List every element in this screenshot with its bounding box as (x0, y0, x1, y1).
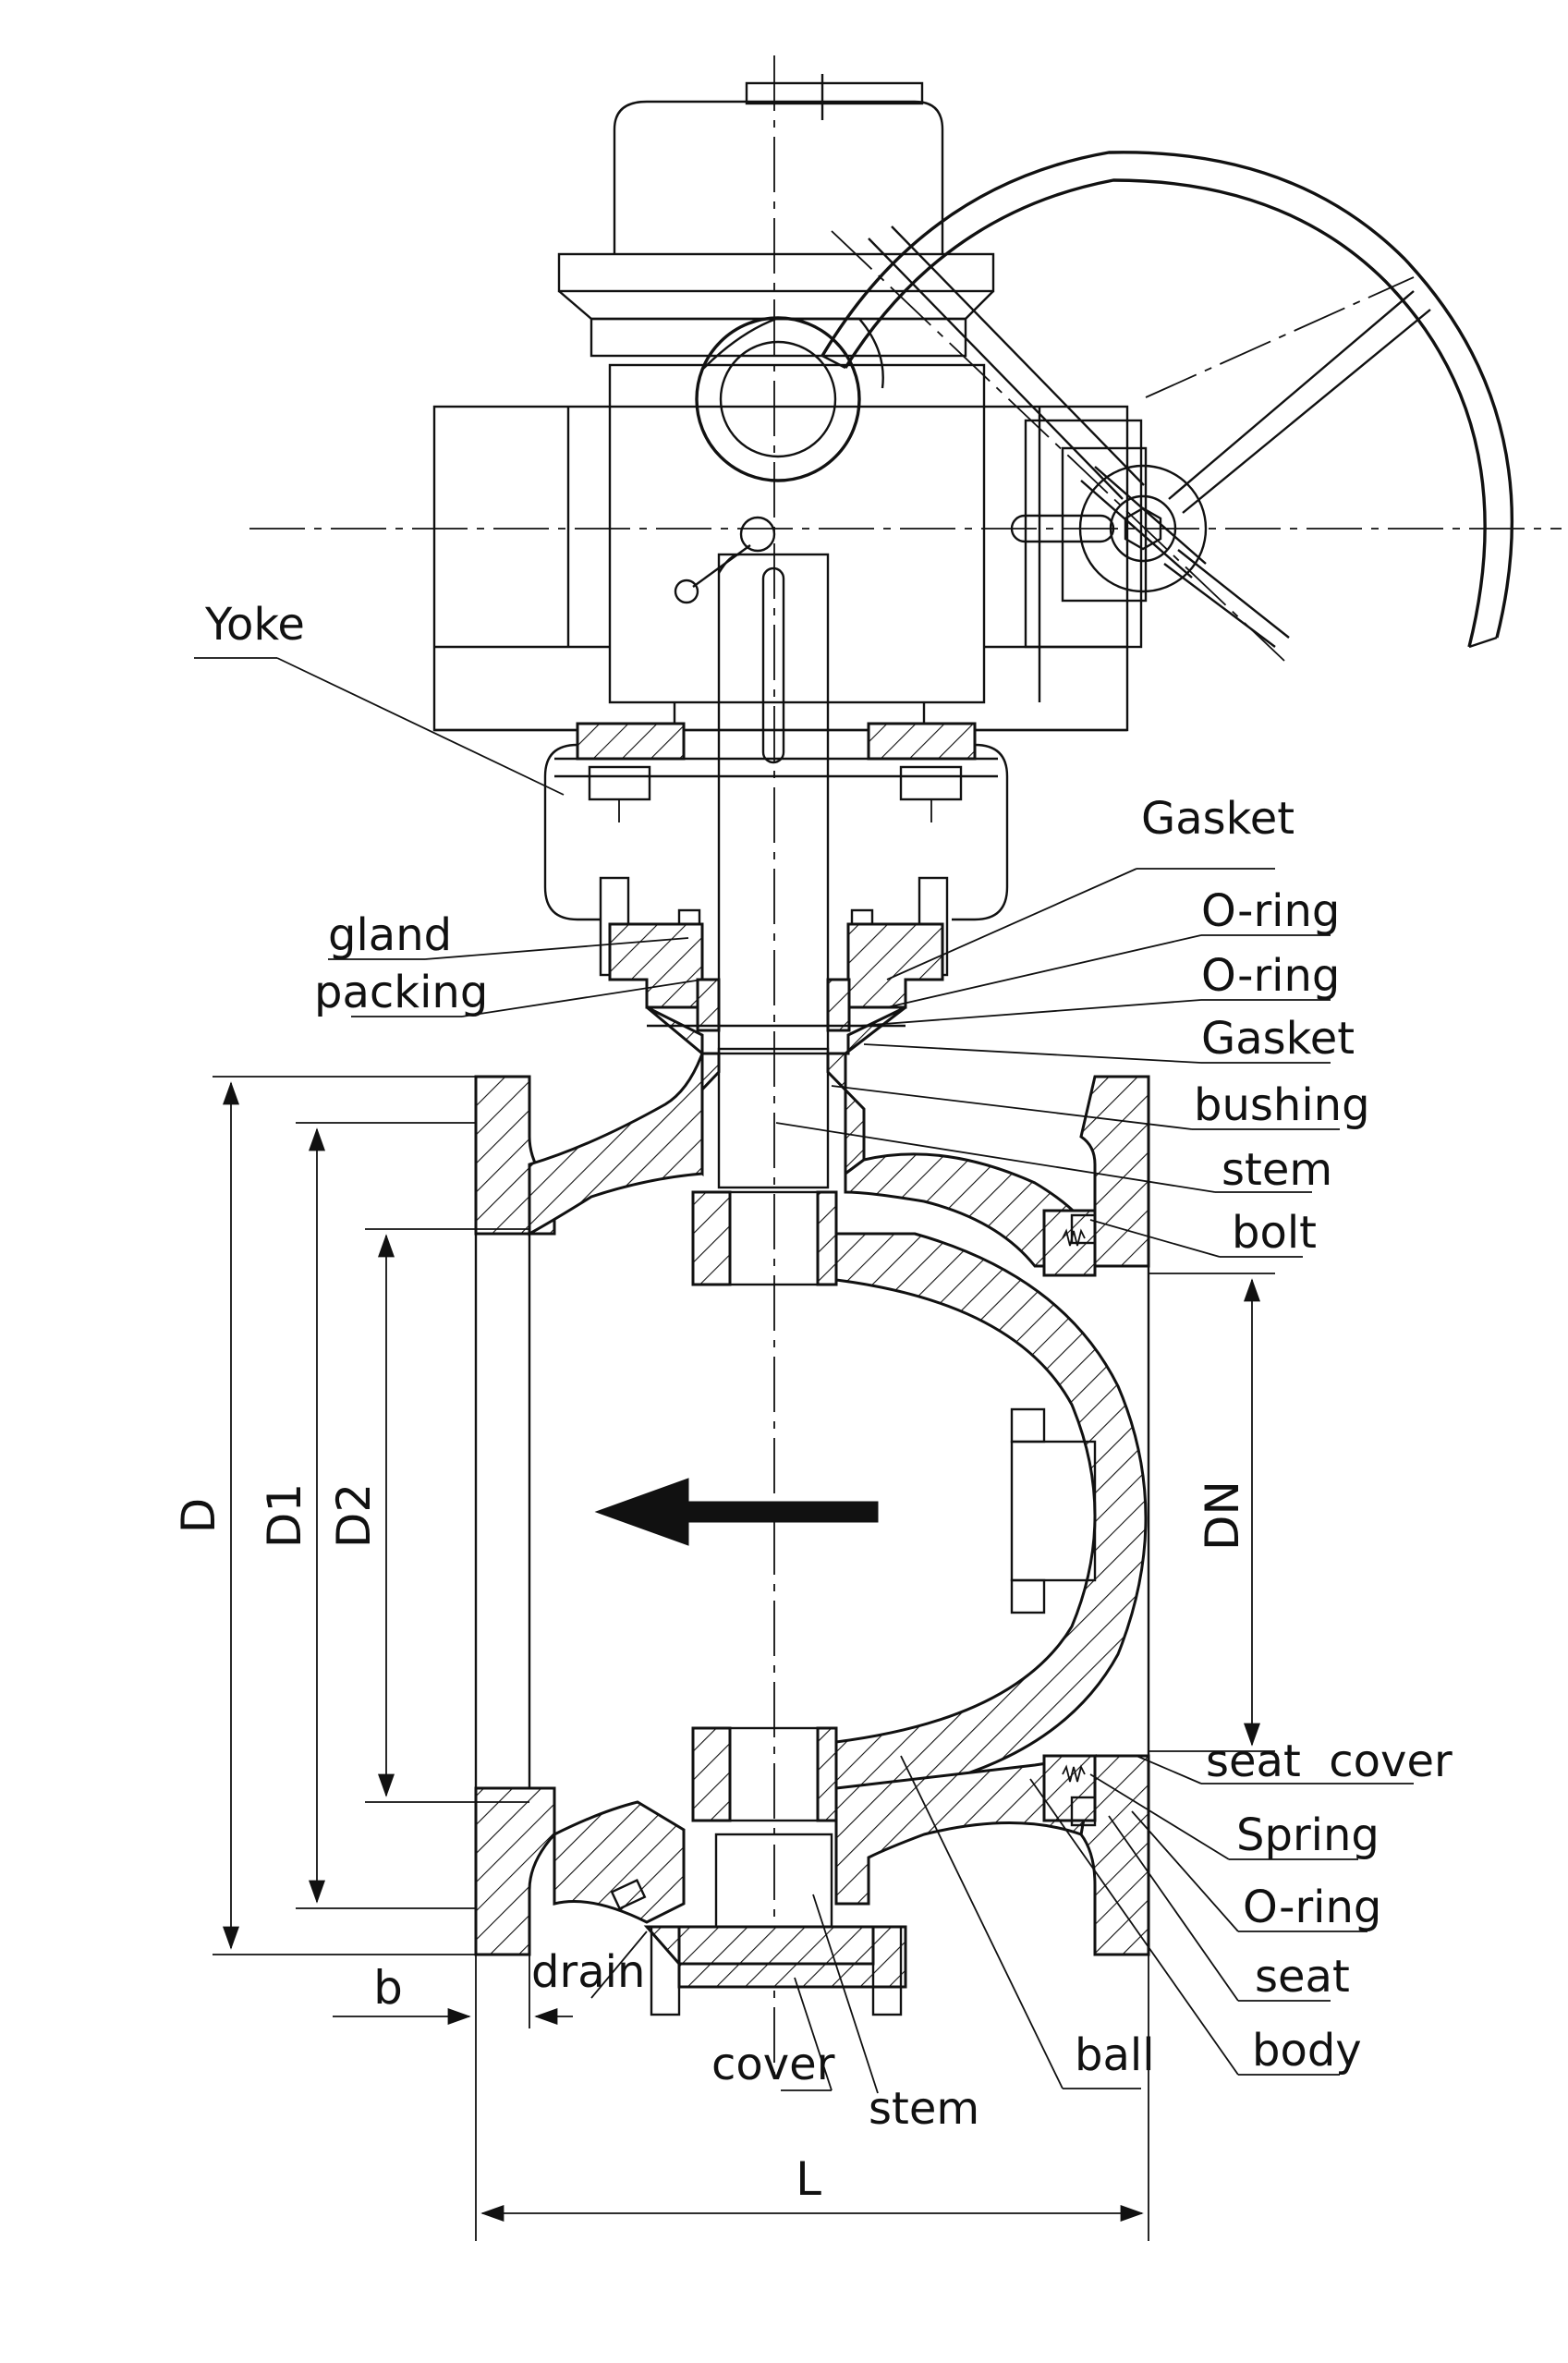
label-seat-cover: seat cover (1206, 1736, 1453, 1787)
dim-D1: D1 (258, 1483, 311, 1548)
label-o-ring-2: O-ring (1201, 950, 1340, 1002)
label-yoke: Yoke (204, 599, 305, 651)
label-drain: drain (531, 1946, 645, 1998)
dim-D2: D2 (327, 1483, 381, 1548)
leader-lines (194, 657, 1414, 2094)
stem-yoke (543, 553, 1009, 1176)
dim-D: D (172, 1498, 225, 1534)
label-ball: ball (1075, 2029, 1155, 2081)
label-o-ring-1: O-ring (1201, 885, 1340, 937)
dim-b: b (373, 1961, 403, 2015)
label-cover: cover (711, 2039, 835, 2090)
part-labels: Yoke Gasket gland packing O-ring O-ring … (204, 599, 1453, 2135)
label-gasket-2: Gasket (1201, 1013, 1355, 1065)
label-seat: seat (1255, 1951, 1350, 2003)
label-stem-lower: stem (869, 2083, 979, 2135)
label-spring: Spring (1236, 1809, 1380, 1861)
label-bolt: bolt (1232, 1207, 1317, 1259)
dimension-labels: D D1 D2 DN L b (172, 1480, 1249, 2206)
label-packing: packing (314, 967, 488, 1018)
center-lines (249, 55, 1562, 2079)
label-o-ring-3: O-ring (1243, 1882, 1381, 1933)
handwheel (820, 151, 1514, 649)
label-bushing: bushing (1194, 1079, 1370, 1131)
dim-DN: DN (1196, 1480, 1249, 1551)
dimension-lines (213, 1076, 1275, 2241)
label-body: body (1252, 2025, 1362, 2077)
label-gland: gland (328, 909, 452, 961)
dim-L: L (796, 2152, 821, 2206)
label-gasket-top: Gasket (1141, 793, 1295, 845)
label-stem-upper: stem (1222, 1144, 1332, 1196)
actuator (432, 74, 1208, 732)
valve-body (474, 1047, 1150, 2016)
